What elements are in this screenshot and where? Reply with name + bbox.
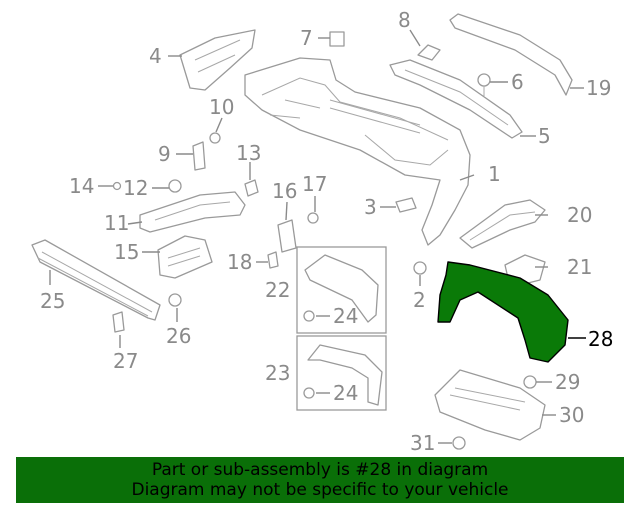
part-22-trim[interactable] [304, 254, 379, 323]
info-banner: Part or sub-assembly is #28 in diagram D… [16, 457, 624, 503]
part-26-bolt[interactable] [168, 293, 182, 307]
part-20-bracket[interactable] [459, 199, 546, 249]
part-17-bolt[interactable] [307, 212, 319, 224]
callout-10: 10 [209, 95, 234, 119]
callout-16: 16 [272, 179, 297, 203]
callout-30: 30 [559, 403, 584, 427]
inset-box-23 [296, 335, 387, 411]
callout-3: 3 [364, 195, 377, 219]
callout-25: 25 [40, 289, 65, 313]
banner-line-2: Diagram may not be specific to your vehi… [131, 480, 509, 500]
callout-19: 19 [586, 76, 611, 100]
callout-2: 2 [413, 288, 426, 312]
callout-11: 11 [104, 211, 129, 235]
callout-14: 14 [69, 174, 94, 198]
part-13-clip[interactable] [244, 179, 259, 197]
callout-7: 7 [300, 26, 313, 50]
part-2-bolt[interactable] [413, 261, 427, 275]
part-27-bracket[interactable] [112, 311, 125, 333]
callout-15: 15 [114, 240, 139, 264]
part-25-impact-beam[interactable] [31, 239, 161, 321]
callout-18: 18 [227, 250, 252, 274]
part-4-bracket[interactable] [179, 29, 256, 91]
callout-24-upper: 24 [333, 304, 358, 328]
callout-22: 22 [265, 278, 290, 302]
callout-12: 12 [123, 176, 148, 200]
callout-28: 28 [588, 327, 613, 351]
callout-20: 20 [567, 203, 592, 227]
callout-13: 13 [236, 141, 261, 165]
callout-29: 29 [555, 370, 580, 394]
part-15-bracket[interactable] [157, 235, 213, 279]
part-10-bolt[interactable] [209, 132, 221, 144]
part-29-bolt[interactable] [523, 375, 537, 389]
callout-31: 31 [410, 431, 435, 455]
callout-9: 9 [158, 142, 171, 166]
part-28-highlighted-panel[interactable] [437, 261, 569, 363]
part-23-trim[interactable] [307, 344, 383, 406]
callout-21: 21 [567, 255, 592, 279]
part-8-clip[interactable] [417, 44, 441, 61]
callout-6: 6 [511, 70, 524, 94]
part-30-undertray[interactable] [434, 369, 546, 441]
part-12-bolt[interactable] [168, 179, 182, 193]
part-1-bumper-cover[interactable] [244, 57, 471, 246]
callout-8: 8 [398, 8, 411, 32]
part-11-bracket[interactable] [139, 191, 246, 233]
part-28-shape [437, 261, 569, 363]
callout-26: 26 [166, 324, 191, 348]
part-6-bolt[interactable] [477, 73, 491, 96]
part-5-reinforcement[interactable] [389, 59, 523, 139]
part-16-bracket[interactable] [277, 219, 297, 253]
parts-diagram: 1 2 3 4 5 6 7 8 9 10 11 12 13 14 15 16 1… [31, 8, 613, 455]
leader-lines [49, 29, 586, 444]
callout-4: 4 [149, 44, 162, 68]
banner-line-1: Part or sub-assembly is #28 in diagram [151, 460, 489, 480]
part-31-bolt[interactable] [452, 436, 466, 450]
callout-23: 23 [265, 361, 290, 385]
part-14-nut[interactable] [112, 181, 122, 191]
part-18-clip[interactable] [267, 251, 279, 269]
callout-27: 27 [113, 349, 138, 373]
part-3-clip[interactable] [395, 197, 417, 213]
part-19-molding[interactable] [449, 13, 573, 96]
callout-labels: 1 2 3 4 5 6 7 8 9 10 11 12 13 14 15 16 1… [40, 8, 613, 455]
inset-box-22 [296, 246, 387, 334]
callout-5: 5 [538, 124, 551, 148]
callout-1: 1 [488, 162, 501, 186]
part-9-bracket[interactable] [192, 141, 206, 171]
part-7-clip[interactable] [329, 31, 345, 47]
callout-17: 17 [302, 172, 327, 196]
callout-24-lower: 24 [333, 381, 358, 405]
